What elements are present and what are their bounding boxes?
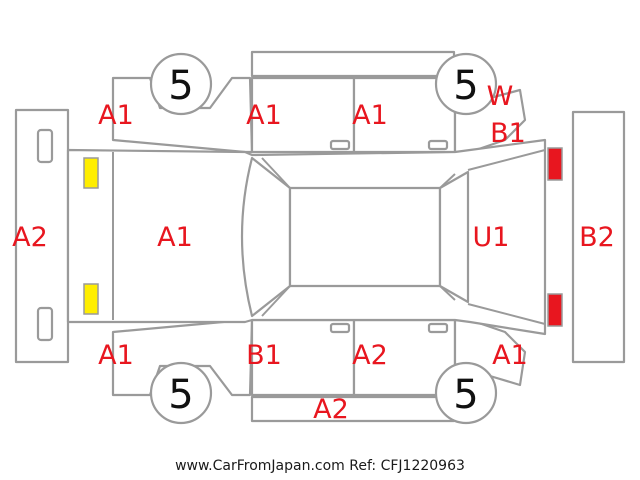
watermark-footer: www.CarFromJapan.com Ref: CFJ1220963 — [175, 458, 465, 474]
tyre-rear-right: 5 — [434, 361, 498, 425]
tyre-rear-right-tread: 5 — [453, 372, 478, 418]
tyre-rear-left: 5 — [149, 361, 213, 425]
tyre-front-right: 5 — [434, 52, 498, 116]
code-right-front-pillar: B1 — [246, 340, 282, 371]
tyre-front-right-tread: 5 — [453, 63, 478, 109]
code-right-rear-fender: W — [487, 81, 514, 112]
front-left-light — [83, 157, 99, 189]
front-right-light — [83, 283, 99, 315]
code-side-sill-bottom: A2 — [313, 394, 349, 425]
code-rear-bumper: B2 — [579, 222, 615, 253]
code-left-fender-top: A1 — [246, 100, 282, 131]
code-hood: A1 — [157, 222, 193, 253]
code-left-front-door-top: A1 — [352, 100, 388, 131]
code-right-front-door: A2 — [352, 340, 388, 371]
code-right-rear-pillar: B1 — [490, 118, 526, 149]
code-front-left-corner: A1 — [98, 100, 134, 131]
front-bumper — [14, 108, 70, 364]
car-body-top-view — [66, 138, 547, 336]
code-rear-glass: U1 — [473, 222, 510, 253]
rear-left-light — [547, 147, 563, 181]
tyre-front-left-tread: 5 — [168, 63, 193, 109]
code-front-right-corner: A1 — [98, 340, 134, 371]
code-front-bumper: A2 — [12, 222, 48, 253]
tyre-rear-left-tread: 5 — [168, 372, 193, 418]
rear-bumper — [571, 110, 626, 364]
rear-right-light — [547, 293, 563, 327]
tyre-front-left: 5 — [149, 52, 213, 116]
code-right-front-fender: A1 — [492, 340, 528, 371]
